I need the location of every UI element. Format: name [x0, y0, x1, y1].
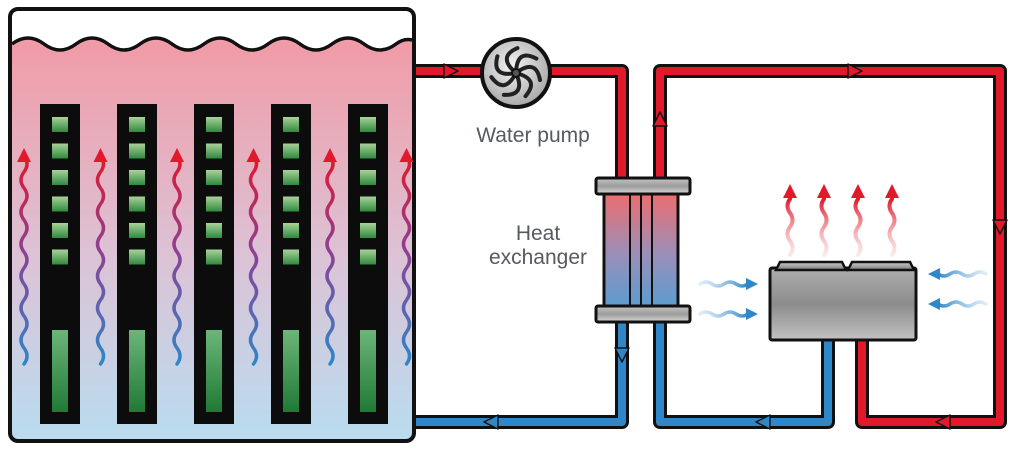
heat-arrow-icon: [17, 148, 31, 366]
rack-drive-bay: [206, 330, 222, 412]
server-racks: [40, 104, 388, 424]
rack-led: [52, 249, 68, 265]
rack-led: [206, 249, 222, 265]
rack-led: [206, 170, 222, 185]
heat-exchanger-label-line2: exchanger: [488, 246, 588, 269]
cooling-unit: [698, 184, 988, 342]
flow-arrow-icon: [755, 414, 771, 430]
flow-arrow-icon: [847, 63, 863, 79]
server-rack: [194, 104, 234, 424]
heat-arrow-icon: [399, 148, 414, 366]
rack-led: [52, 196, 68, 212]
rack-led: [206, 117, 222, 132]
heat-exchanger-label-line1: Heat: [515, 222, 561, 245]
heat-exchanger: [594, 176, 692, 324]
flow-arrow-icon: [992, 219, 1008, 235]
exhaust-arrow-icon: [817, 184, 831, 257]
immersion-tank: [8, 7, 416, 443]
exhaust-arrow-icon: [885, 184, 899, 257]
rack-drive-bay: [129, 330, 145, 412]
rack-led: [360, 249, 376, 265]
server-rack: [348, 104, 388, 424]
rack-led: [52, 170, 68, 185]
intake-arrow-icon: [698, 308, 758, 320]
heat-exchanger-bottom-cap: [594, 304, 692, 324]
heat-arrow-icon: [170, 148, 184, 366]
server-rack: [271, 104, 311, 424]
flow-arrow-icon: [614, 347, 630, 363]
rack-led: [283, 223, 299, 238]
air-intake-arrows: [698, 268, 988, 320]
rack-led: [52, 117, 68, 132]
flow-arrow-icon: [443, 63, 459, 79]
rack-led: [206, 196, 222, 212]
heat-arrow-icon: [323, 148, 337, 366]
rack-led: [52, 143, 68, 159]
rack-led: [283, 117, 299, 132]
flow-arrow-icon: [652, 111, 668, 127]
rack-drive-bay: [360, 330, 376, 412]
rack-led: [283, 249, 299, 265]
rack-drive-bay: [52, 330, 68, 412]
flow-arrow-icon: [935, 414, 951, 430]
heat-exchanger-top-cap: [594, 176, 692, 196]
water-pump-label: Water pump: [476, 124, 590, 147]
rack-led: [206, 143, 222, 159]
tank-outline: [8, 7, 416, 443]
water-pump: [480, 37, 552, 109]
rack-led: [360, 196, 376, 212]
rack-led: [129, 196, 145, 212]
rack-led: [283, 170, 299, 185]
rack-led: [129, 170, 145, 185]
rack-led: [283, 143, 299, 159]
rack-led: [129, 223, 145, 238]
heat-arrow-icon: [93, 148, 108, 366]
fan-icon: [773, 260, 849, 272]
heat-exchanger-label: Heat exchanger: [478, 222, 598, 270]
rack-led: [129, 249, 145, 265]
flow-arrow-icon: [483, 414, 499, 430]
rack-led: [360, 170, 376, 185]
rack-led: [360, 143, 376, 159]
cold-pipe-hx-to-tank: [416, 318, 629, 429]
server-rack: [117, 104, 157, 424]
rack-led: [360, 223, 376, 238]
rack-led: [52, 223, 68, 238]
rack-led: [129, 117, 145, 132]
rising-heat-arrows: [17, 148, 414, 366]
intake-arrow-icon: [928, 298, 988, 310]
rack-led: [360, 117, 376, 132]
intake-arrow-icon: [928, 268, 988, 280]
exhaust-arrow-icon: [783, 184, 797, 257]
rack-led: [283, 196, 299, 212]
server-rack: [40, 104, 80, 424]
coolant-surface-wave: [10, 36, 413, 52]
rack-led: [129, 143, 145, 159]
heat-arrow-icon: [246, 148, 261, 366]
rack-drive-bay: [283, 330, 299, 412]
rack-led: [206, 223, 222, 238]
exhaust-arrow-icon: [851, 184, 865, 257]
flow-arrows: [443, 63, 1008, 430]
intake-arrow-icon: [698, 278, 758, 290]
exhaust-heat-arrows: [783, 184, 899, 257]
fan-icon: [845, 260, 917, 272]
